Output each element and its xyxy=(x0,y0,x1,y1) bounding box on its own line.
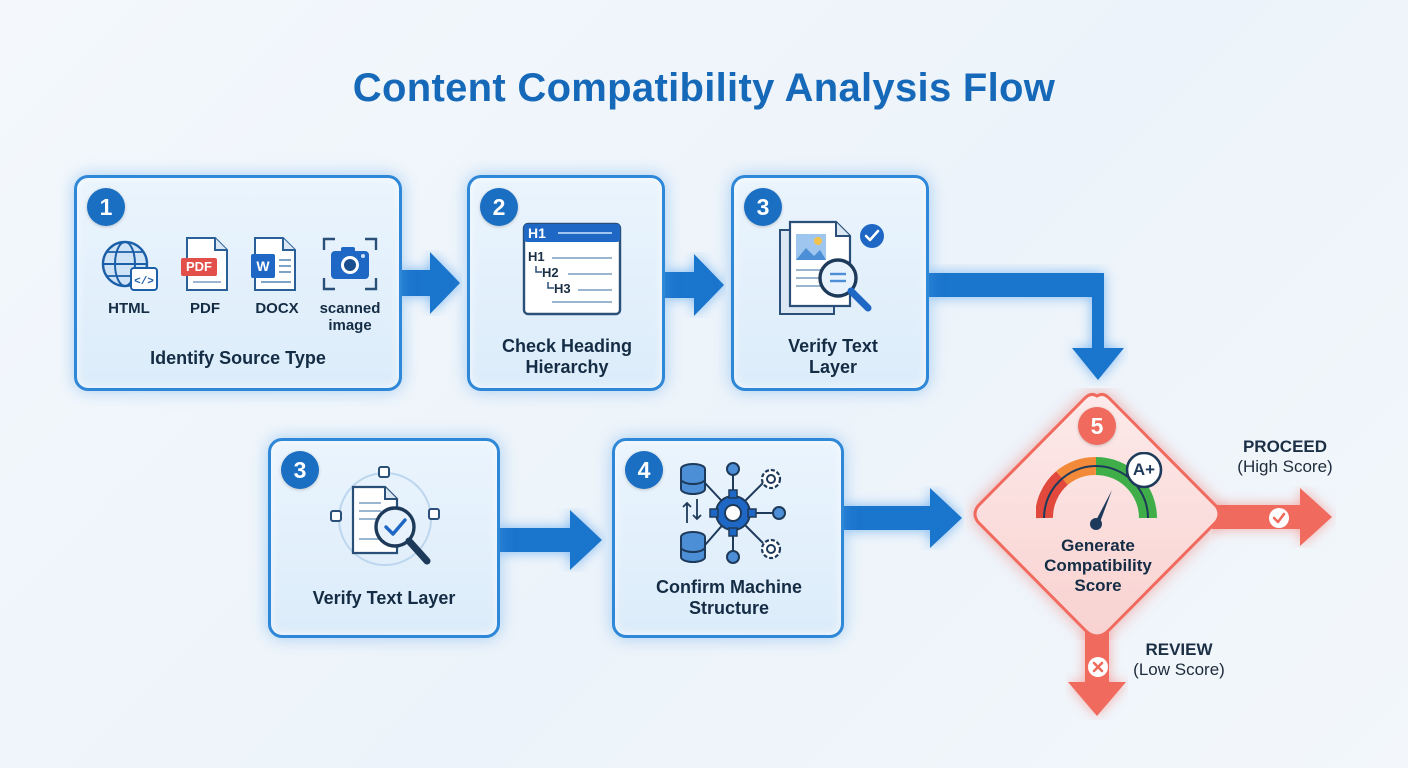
step-2-card: 2 H1 H1 H2 H3 Check Heading Hierarchy xyxy=(467,175,665,391)
heading-h2: H2 xyxy=(542,265,559,280)
source-label-scanned-image: scanned image xyxy=(319,300,381,334)
step-4-label: Confirm Machine Structure xyxy=(655,577,802,618)
arrow-step3b-to-step4 xyxy=(498,510,602,570)
review-label: REVIEW xyxy=(1145,640,1213,659)
source-label-pdf: PDF xyxy=(190,300,220,317)
proceed-label: PROCEED xyxy=(1242,437,1328,456)
word-badge-text: W xyxy=(256,258,270,274)
grade-badge: A+ xyxy=(1132,460,1156,479)
heading-h3: H3 xyxy=(554,281,571,296)
arrow-step4-to-step5 xyxy=(842,488,962,548)
arrow-step1-to-step2 xyxy=(400,252,460,314)
camera-scan-icon xyxy=(321,236,379,292)
step-number-badge: 4 xyxy=(625,451,663,489)
page-title: Content Compatibility Analysis Flow xyxy=(352,66,1056,110)
step-3b-card: 3 Verify Text Layer xyxy=(268,438,500,638)
pdf-file-icon: PDF xyxy=(181,236,231,294)
step-number-badge: 5 xyxy=(1078,407,1116,445)
step-number-badge: 2 xyxy=(480,188,518,226)
step-3-card: 3 Verify Text Layer xyxy=(731,175,929,391)
step-1-card: 1 </> HTML PDF PDF xyxy=(74,175,402,391)
globe-code-icon: </> xyxy=(99,238,159,294)
arrow-step3-to-step5 xyxy=(928,273,1124,380)
step-number-badge: 3 xyxy=(744,188,782,226)
proceed-outcome: PROCEED (High Score) xyxy=(1222,437,1348,477)
step-2-label: Check Heading Hierarchy xyxy=(501,336,633,377)
arrow-step2-to-step3 xyxy=(664,254,724,316)
source-label-html: HTML xyxy=(108,300,150,317)
gauge-icon: A+ xyxy=(1035,451,1168,530)
document-magnify-check-icon xyxy=(776,218,892,326)
step-4-card: 4 xyxy=(612,438,844,638)
word-file-icon: W xyxy=(249,236,299,294)
step-number-badge: 1 xyxy=(87,188,125,226)
source-label-docx: DOCX xyxy=(255,300,299,317)
heading-h1: H1 xyxy=(528,249,545,264)
pdf-badge-text: PDF xyxy=(186,259,212,274)
x-icon xyxy=(1087,656,1109,678)
review-note: (Low Score) xyxy=(1133,660,1225,679)
review-outcome: REVIEW (Low Score) xyxy=(1124,640,1234,680)
step-number-badge: 3 xyxy=(281,451,319,489)
svg-text:</>: </> xyxy=(134,276,154,288)
step-3b-label: Verify Text Layer xyxy=(312,588,456,608)
scan-document-check-icon xyxy=(329,463,445,571)
database-network-gear-icon xyxy=(675,459,795,571)
heading-h1-top: H1 xyxy=(528,225,546,241)
step-1-label: Identify Source Type xyxy=(150,348,326,368)
heading-outline-icon: H1 H1 H2 H3 xyxy=(522,222,622,316)
step-5-label: Generate Compatibility Score xyxy=(1044,536,1152,595)
decision-diamond xyxy=(973,392,1221,638)
proceed-note: (High Score) xyxy=(1237,457,1333,476)
check-icon xyxy=(1268,507,1290,529)
step-3-label: Verify Text Layer xyxy=(788,336,878,377)
